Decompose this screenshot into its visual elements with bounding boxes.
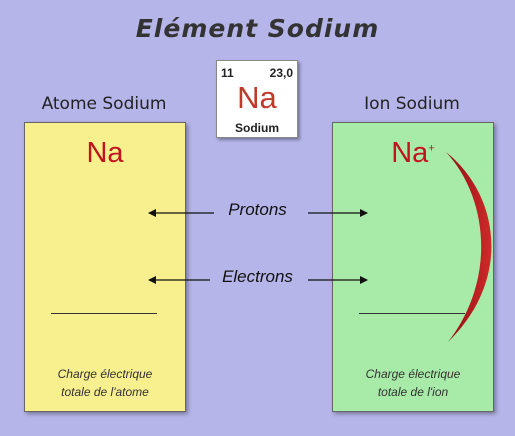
curved-arc-shape	[446, 152, 492, 342]
element-symbol: Na	[237, 80, 277, 115]
atom-charge-caption: Charge électrique totale de l'atome	[25, 366, 185, 401]
atom-panel: Na Charge électrique totale de l'atome	[24, 122, 186, 412]
ion-caption-line1: Charge électrique	[365, 367, 461, 382]
protons-label: Protons	[228, 200, 287, 219]
ion-symbol-letters: Na	[391, 137, 429, 169]
atom-symbol: Na	[86, 137, 124, 169]
ion-charge-line	[359, 313, 465, 314]
ion-charge-caption: Charge électrique totale de l'ion	[333, 366, 493, 401]
ion-caption-line2: totale de l'ion	[377, 384, 449, 399]
atom-panel-label: Atome Sodium	[41, 94, 167, 114]
ion-panel: Na+ Charge électrique totale de l'ion	[332, 122, 494, 412]
ion-symbol: Na+	[333, 137, 493, 170]
atom-caption-line1: Charge électrique	[57, 367, 153, 382]
electrons-label: Electrons	[222, 267, 293, 286]
periodic-table-tile: 11 23,0 Na Sodium	[216, 60, 298, 138]
atom-charge-line	[51, 313, 157, 314]
atomic-mass: 23,0	[269, 66, 293, 80]
atomic-number: 11	[221, 66, 234, 80]
ion-charge: +	[428, 142, 435, 155]
atom-caption-line2: totale de l'atome	[61, 384, 149, 399]
ion-panel-label: Ion Sodium	[364, 94, 460, 114]
element-name: Sodium	[235, 121, 279, 135]
diagram-title: Elément Sodium	[135, 14, 380, 43]
